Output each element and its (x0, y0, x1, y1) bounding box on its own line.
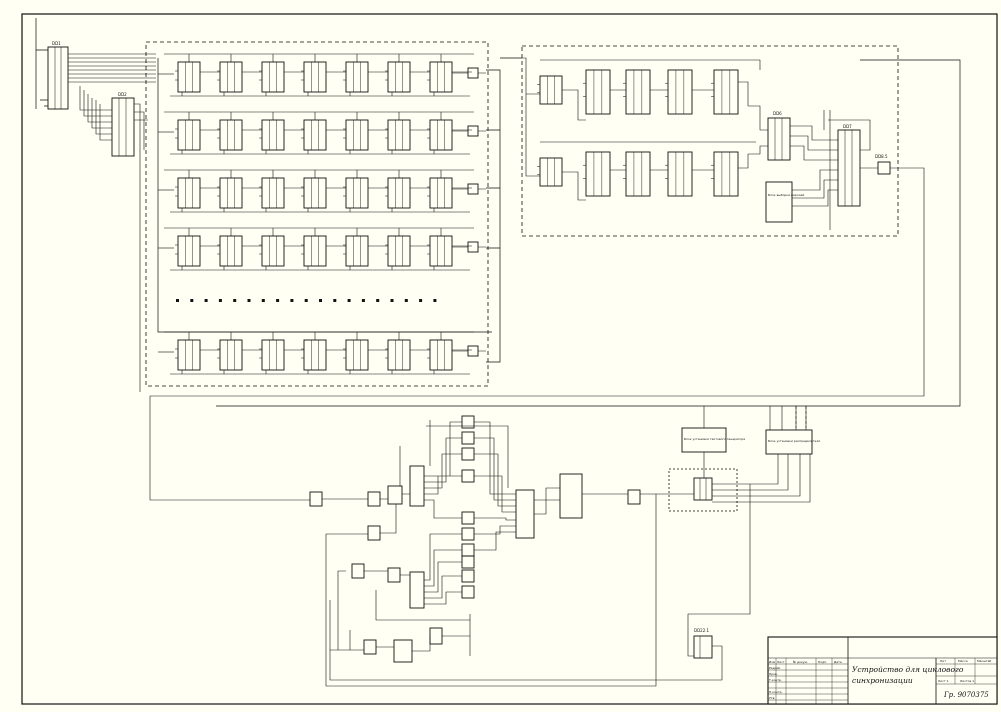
bottom-logic (309, 415, 641, 663)
memory-block-label: Блок выборки паролей (768, 193, 804, 197)
sync-chip (693, 477, 713, 501)
tb-check: Пров. (769, 672, 778, 676)
chip-dd22: DD22.1 (693, 628, 713, 659)
register-row (158, 169, 486, 213)
decoder-chip (583, 69, 611, 115)
register-chip (559, 473, 583, 519)
decoder-chip (623, 151, 651, 197)
chip-dd7-label: DD7 (843, 124, 852, 129)
tb-appr: Утв. (769, 696, 775, 700)
decoder-chip (711, 151, 739, 197)
memory-block: Блок выборки паролей (765, 181, 804, 223)
decoder-chip (583, 151, 611, 197)
decoder-chip (711, 69, 739, 115)
and-gate (627, 489, 641, 505)
chip-dd1-label: DD1 (52, 41, 61, 46)
tb-title-line2: синхронизации (852, 676, 913, 685)
title-block: Изм Лист № докум. Подп. Дата Разраб. Про… (767, 636, 998, 705)
block-distributor-setup-label: Блок установки распределителя (768, 439, 820, 443)
tb-sign: Подп. (818, 660, 827, 664)
tb-group: Гр. 9070375 (943, 691, 989, 699)
decoder-chip (623, 69, 651, 115)
chip-dd22-label: DD22.1 (694, 628, 710, 633)
tb-doc: № докум. (793, 660, 808, 664)
register-array-frame (145, 41, 489, 387)
tb-ncontr: Н.контр. (769, 690, 782, 694)
register-row (158, 111, 486, 155)
tb-mass: Масса (958, 659, 968, 663)
tb-title-line1: Устройство для циклового (852, 665, 964, 674)
tb-tcontr: Т.контр. (768, 678, 782, 682)
tb-izm: Изм (769, 660, 775, 664)
register-chip (175, 119, 201, 151)
chip-dd8-label: DD8.5 (875, 154, 888, 159)
decoder-chip (665, 151, 693, 197)
decoder-chip (665, 69, 693, 115)
chip-dd2-label: DD2 (118, 92, 127, 97)
tb-sheets: Листов 1 (960, 679, 974, 683)
tb-date: Дата (834, 660, 842, 664)
chip-dd6: DD6 (767, 111, 791, 161)
block-distributor-setup: Блок установки распределителя (765, 429, 820, 455)
register-row (158, 331, 486, 375)
tb-scale: Масштаб (977, 659, 991, 663)
tb-sheet: Лист 1 (938, 679, 949, 683)
and-gate (387, 485, 403, 505)
row-ellipsis (176, 299, 437, 302)
block-generator-setup-label: Блок установки тактового генератора (684, 437, 745, 441)
tb-list: Лист (777, 660, 785, 664)
chip-dd2: DD2 (111, 92, 135, 157)
register-row (158, 53, 486, 97)
chip-dd6-label: DD6 (773, 111, 782, 116)
register-row (158, 227, 486, 271)
sheet-border (21, 13, 998, 705)
decoder-chips (522, 57, 761, 201)
decoder-frame (521, 45, 899, 237)
tb-lit: Лит (940, 659, 946, 663)
mux-chip (409, 571, 425, 609)
mux-chip (409, 465, 425, 507)
tb-dev: Разраб. (769, 666, 781, 670)
register-rows (158, 53, 486, 375)
